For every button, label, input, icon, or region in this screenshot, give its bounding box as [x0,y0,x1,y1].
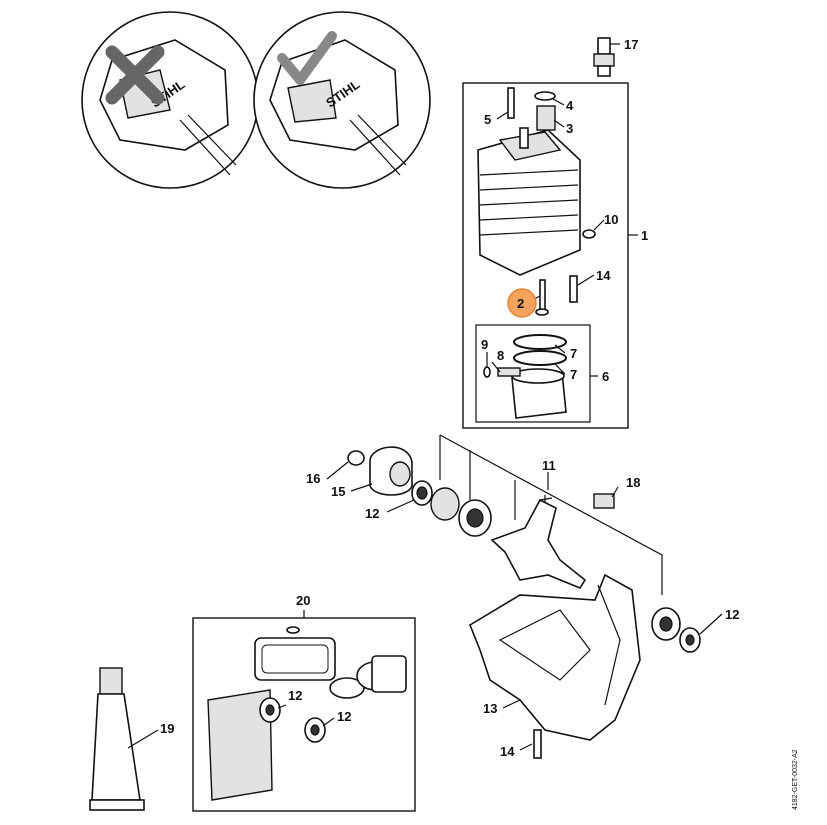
svg-text:12: 12 [365,506,379,521]
svg-text:1: 1 [641,228,648,243]
svg-text:7: 7 [570,346,577,361]
callout-4[interactable]: 4 [566,98,574,113]
crankcase [469,573,641,741]
valve-spring-3 [536,105,556,131]
svg-text:6: 6 [602,369,609,384]
drawing-code: 4182-GET-0032-A2 [792,749,799,810]
svg-text:17: 17 [624,37,638,52]
seal-12-gasket-2 [304,717,326,743]
callout-7-upper[interactable]: 7 [570,346,577,361]
callout-17[interactable]: 17 [624,37,638,52]
cylinder-kit-frame [462,82,629,429]
cylinder [477,127,581,276]
svg-text:5: 5 [484,112,491,127]
nut-16 [347,450,365,466]
crankshaft [490,497,587,589]
gasket-small-3 [371,655,407,693]
callout-6[interactable]: 6 [602,369,609,384]
svg-text:20: 20 [296,593,310,608]
svg-text:12: 12 [288,688,302,703]
gasket-o-ring [286,626,300,634]
callout-14-bottom[interactable]: 14 [500,744,515,759]
bolt-14-top [569,275,578,303]
bolt-14-bottom [533,729,542,759]
callout-15[interactable]: 15 [331,484,345,499]
excluded-cross-icon [105,45,165,105]
retainer-4 [534,91,556,101]
callout-11[interactable]: 11 [542,458,556,473]
piston-pin-8 [497,367,521,377]
svg-text:19: 19 [160,721,174,736]
callout-13[interactable]: 13 [483,701,497,716]
callout-12-gasket-lower[interactable]: 12 [337,709,351,724]
callout-2-highlighted[interactable]: 2 [507,288,537,318]
callout-3[interactable]: 3 [566,121,573,136]
svg-text:18: 18 [626,475,640,490]
callout-16[interactable]: 16 [306,471,320,486]
piston-kit-frame [475,324,591,423]
svg-text:15: 15 [331,484,345,499]
model-thumbnail-excluded: STIHL [81,11,259,189]
callout-14-top[interactable]: 14 [596,268,611,283]
callout-20[interactable]: 20 [296,593,310,608]
spark-plug [593,37,615,77]
callout-1[interactable]: 1 [641,228,648,243]
svg-text:8: 8 [497,348,504,363]
gasket-crankcase [207,689,273,801]
sealant-tube [89,667,145,811]
gear [430,487,460,521]
callout-18[interactable]: 18 [626,475,640,490]
svg-text:14: 14 [500,744,515,759]
callout-12-crank-right[interactable]: 12 [725,607,739,622]
svg-text:16: 16 [306,471,320,486]
svg-text:11: 11 [542,458,556,473]
flywheel-hub-15 [369,446,413,496]
crankshaft-assembly-bracket [439,434,663,595]
bearing-12-right [651,607,681,641]
circlip-9 [483,366,491,378]
bearing-large [458,499,492,537]
svg-text:2: 2 [517,296,524,311]
callout-5[interactable]: 5 [484,112,491,127]
svg-text:10: 10 [604,212,618,227]
highlight-circle [507,288,537,318]
callout-12-crank-left[interactable]: 12 [365,506,379,521]
pin-2 [535,279,549,316]
seal-12-gasket-1 [259,697,281,723]
piston-rings-7 [513,334,567,366]
callout-9[interactable]: 9 [481,337,488,352]
leader-lines [127,43,723,751]
svg-text:12: 12 [725,607,739,622]
stud-5 [507,87,515,119]
model-thumbnail-included: STIHL [253,11,431,189]
gasket-cylinder [254,637,336,681]
svg-text:7: 7 [570,367,577,382]
callout-8[interactable]: 8 [497,348,504,363]
washer-10 [582,229,596,239]
callout-19[interactable]: 19 [160,721,174,736]
svg-text:3: 3 [566,121,573,136]
callout-7-lower[interactable]: 7 [570,367,577,382]
piston [511,368,567,419]
seal-12-right [679,627,701,653]
callout-10[interactable]: 10 [604,212,618,227]
svg-text:12: 12 [337,709,351,724]
svg-text:9: 9 [481,337,488,352]
included-check-icon [277,31,337,85]
svg-text:14: 14 [596,268,611,283]
bearing-12-left [411,480,433,506]
spacer-18 [593,493,615,509]
callout-12-gasket-upper[interactable]: 12 [288,688,302,703]
svg-text:4: 4 [566,98,574,113]
svg-text:13: 13 [483,701,497,716]
